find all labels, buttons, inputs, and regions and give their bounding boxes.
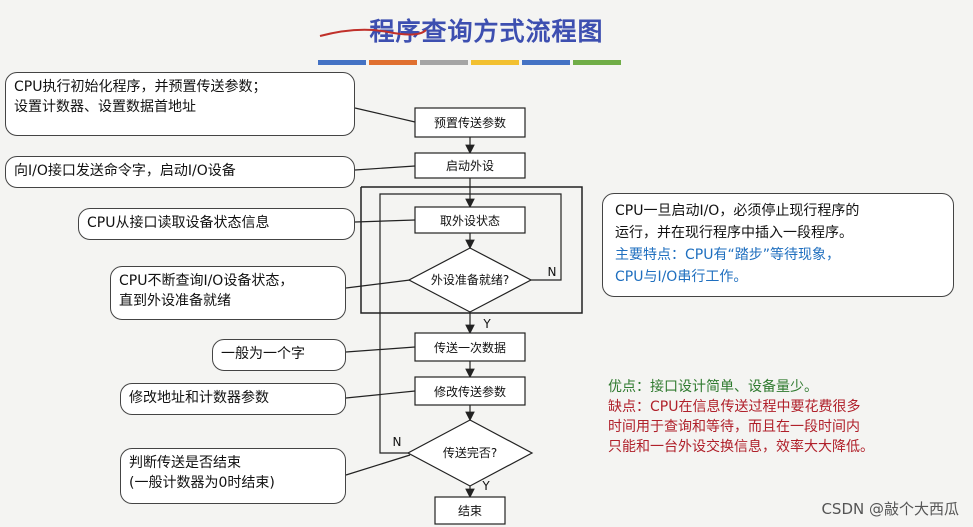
flow-label-end: 结束 bbox=[458, 504, 482, 518]
cons-line1: 缺点：CPU在信息传送过程中要花费很多 bbox=[608, 399, 861, 415]
note-init-line2: 设置计数器、设置数据首地址 bbox=[14, 99, 196, 115]
flow-label-transfer: 传送一次数据 bbox=[434, 340, 506, 355]
note-judge: 判断传送是否结束 (一般计数器为0时结束) bbox=[120, 448, 346, 504]
note-poll: CPU不断查询I/O设备状态， 直到外设准备就绪 bbox=[110, 266, 346, 320]
flow-label-modify: 修改传送参数 bbox=[434, 384, 506, 399]
feature-line4: CPU与I/O串行工作。 bbox=[615, 269, 748, 285]
flow-box-end bbox=[434, 496, 506, 525]
note-cpu-feature: CPU一旦启动I/O，必须停止现行程序的 运行，并在现行程序中插入一段程序。 主… bbox=[602, 193, 954, 297]
flow-label-start-device: 启动外设 bbox=[446, 159, 494, 173]
flow-diamond-done bbox=[406, 419, 534, 487]
note-read: CPU从接口读取设备状态信息 bbox=[78, 208, 355, 240]
flow-box-modify bbox=[414, 376, 526, 406]
note-judge-line2: (一般计数器为0时结束) bbox=[129, 475, 275, 491]
flow-box-preset bbox=[414, 107, 526, 138]
flow-label-read-status: 取外设状态 bbox=[440, 214, 500, 228]
cons-line3: 只能和一台外设交换信息，效率大大降低。 bbox=[608, 439, 874, 455]
feature-line1: CPU一旦启动I/O，必须停止现行程序的 bbox=[615, 203, 860, 219]
flow-box-transfer bbox=[414, 332, 526, 362]
flow-label-yes-2: Y bbox=[481, 479, 490, 493]
flow-label-yes-1: Y bbox=[482, 317, 491, 331]
feature-line2: 运行，并在现行程序中插入一段程序。 bbox=[615, 225, 853, 241]
flow-label-done: 传送完否? bbox=[443, 445, 497, 460]
pros-text: 优点：接口设计简单、设备量少。 bbox=[608, 379, 818, 395]
color-bar-segment bbox=[573, 60, 621, 65]
watermark: CSDN @敲个大西瓜 bbox=[821, 500, 959, 518]
note-init: CPU执行初始化程序，并预置传送参数； 设置计数器、设置数据首地址 bbox=[5, 72, 355, 136]
red-underline-scribble bbox=[319, 28, 427, 37]
note-word: 一般为一个字 bbox=[212, 339, 346, 371]
note-init-line1: CPU执行初始化程序，并预置传送参数； bbox=[14, 79, 267, 95]
note-poll-line2: 直到外设准备就绪 bbox=[119, 293, 231, 309]
color-bar-segment bbox=[522, 60, 570, 65]
color-bar-segment bbox=[369, 60, 417, 65]
feature-line3: 主要特点：CPU有“踏步”等待现象， bbox=[615, 247, 840, 263]
cons-line2: 时间用于查询和等待，而且在一段时间内 bbox=[608, 419, 860, 435]
color-bar-segment bbox=[471, 60, 519, 65]
flow-label-device-ready: 外设准备就绪? bbox=[431, 273, 509, 287]
color-bar-segment bbox=[420, 60, 468, 65]
slide-title: 程序查询方式流程图 bbox=[369, 17, 604, 46]
note-poll-line1: CPU不断查询I/O设备状态， bbox=[119, 273, 294, 289]
flow-box-start-device bbox=[414, 152, 526, 179]
note-judge-line1: 判断传送是否结束 bbox=[129, 455, 241, 471]
color-bar-segment bbox=[318, 60, 366, 65]
pros-cons: 优点：接口设计简单、设备量少。 缺点：CPU在信息传送过程中要花费很多 时间用于… bbox=[608, 377, 874, 457]
flow-label-preset: 预置传送参数 bbox=[434, 115, 506, 130]
flow-diamond-device-ready bbox=[407, 247, 533, 313]
flow-label-no-1: N bbox=[548, 265, 557, 279]
flow-label-no-2: N bbox=[393, 435, 402, 449]
flow-box-read-status bbox=[414, 206, 526, 234]
note-command: 向I/O接口发送命令字，启动I/O设备 bbox=[5, 156, 355, 188]
note-modify: 修改地址和计数器参数 bbox=[120, 383, 346, 415]
